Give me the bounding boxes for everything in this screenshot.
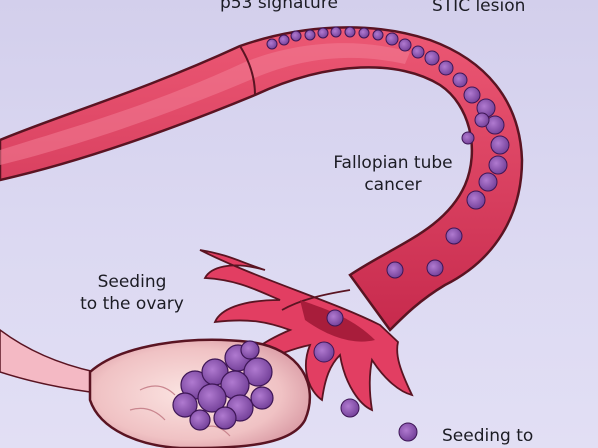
- label-fallopian-tube-cancer-line2: cancer: [364, 175, 422, 195]
- tube-cancer-cells: [266, 26, 510, 279]
- label-fallopian-tube-cancer: Fallopian tube cancer: [318, 152, 468, 196]
- label-p53-signature: p53 signature: [220, 0, 338, 13]
- label-seeding-to-ovary: Seeding to the ovary: [68, 271, 196, 315]
- tube-lumen: [0, 43, 410, 166]
- label-seeding-to-ovary-line2: to the ovary: [80, 294, 184, 314]
- label-stic-lesion: STIC lesion: [432, 0, 526, 16]
- fallopian-tube: [0, 26, 524, 332]
- tube-segment-line: [239, 45, 256, 96]
- ovarian-ligament: [0, 329, 96, 393]
- label-seeding-to: Seeding to: [442, 426, 534, 446]
- label-fallopian-tube-cancer-line1: Fallopian tube: [333, 153, 453, 173]
- seeding-cells: [313, 309, 418, 442]
- label-seeding-to-ovary-line1: Seeding: [97, 272, 167, 292]
- ovary-tumor: [172, 340, 274, 431]
